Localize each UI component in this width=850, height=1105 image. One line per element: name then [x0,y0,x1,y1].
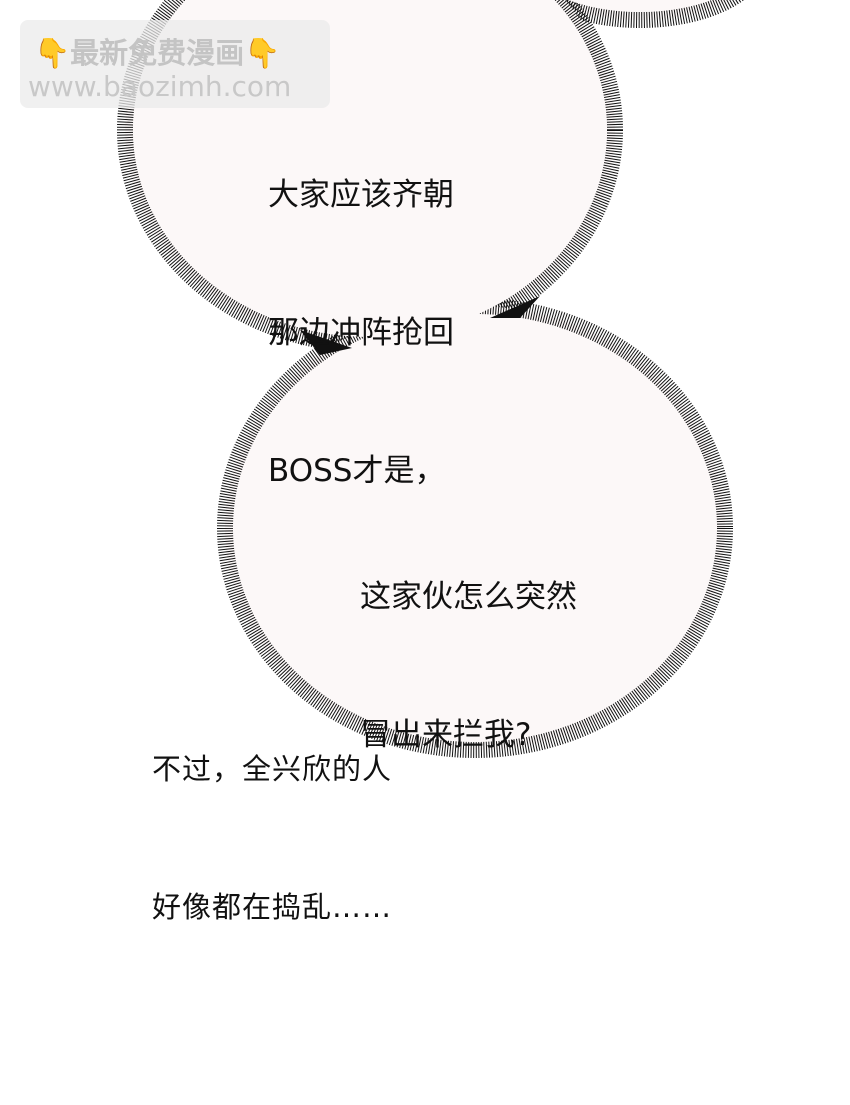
pointing-down-hand-icon: 👇 [34,36,71,70]
text-line: 不过，全兴欣的人 [152,752,393,786]
text-line: BOSS才是， [268,453,446,489]
speech-bubble-2 [217,298,733,758]
text-line: 那边冲阵抢回 [268,315,454,351]
text-line: 冒出来拦我? [360,717,532,753]
text-line: 这家伙怎么突然 [360,579,577,615]
bubble-2-text: 这家伙怎么突然 冒出来拦我? [360,482,577,850]
watermark-url: www.baozimh.com [28,70,292,103]
watermark-title: 最新免费漫画 [70,36,245,70]
narration-text: 不过，全兴欣的人 好像都在捣乱…… [152,654,392,1022]
text-line: 大家应该齐朝 [268,177,454,213]
watermark: 👇最新免费漫画👇 www.baozimh.com [20,20,330,108]
bubble-1-tail [300,330,352,355]
text-line: 好像都在捣乱…… [152,890,393,924]
bubble-1-text: 大家应该齐朝 那边冲阵抢回 BOSS才是， [268,80,454,586]
pointing-down-hand-icon: 👇 [244,36,281,70]
bubble-2-tail [490,296,540,318]
